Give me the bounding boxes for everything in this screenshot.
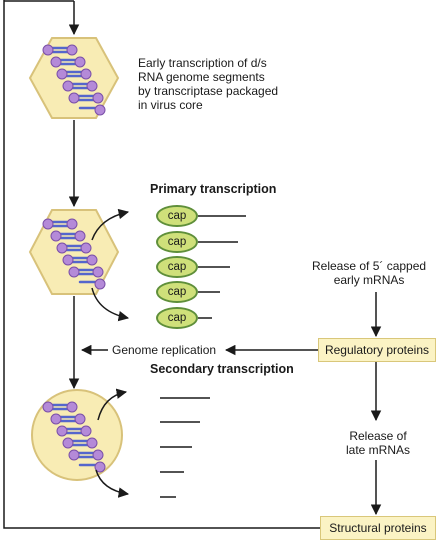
cap-1: cap bbox=[156, 205, 198, 227]
genome-replication-label: Genome replication bbox=[112, 343, 217, 357]
cap-2: cap bbox=[156, 231, 198, 253]
primary-curve-arrow-bottom bbox=[91, 287, 130, 322]
secondary-curve-arrow-top bbox=[97, 388, 128, 421]
early-transcription-label: Early transcription of d/s RNA genome se… bbox=[138, 56, 279, 112]
virus-core-circle bbox=[31, 389, 123, 481]
structural-proteins-box: Structural proteins bbox=[320, 516, 436, 540]
secondary-transcription-heading: Secondary transcription bbox=[150, 362, 294, 376]
primary-curve-arrow-top bbox=[91, 208, 130, 241]
secondary-curve-arrow-bottom bbox=[95, 469, 130, 498]
release-capped-label: Release of 5´ capped early mRNAs bbox=[312, 259, 427, 287]
cap-3: cap bbox=[156, 256, 198, 278]
virus-core-hexagon-1 bbox=[28, 37, 120, 119]
regulatory-proteins-box: Regulatory proteins bbox=[318, 338, 436, 362]
secondary-mrna-lines bbox=[160, 397, 210, 498]
cap-4: cap bbox=[156, 281, 198, 303]
release-late-label: Release of late mRNAs bbox=[346, 429, 411, 457]
feedback-loop-line bbox=[3, 0, 325, 529]
primary-mrna-tails bbox=[198, 215, 246, 319]
primary-transcription-heading: Primary transcription bbox=[150, 182, 277, 196]
cap-5: cap bbox=[156, 307, 198, 329]
